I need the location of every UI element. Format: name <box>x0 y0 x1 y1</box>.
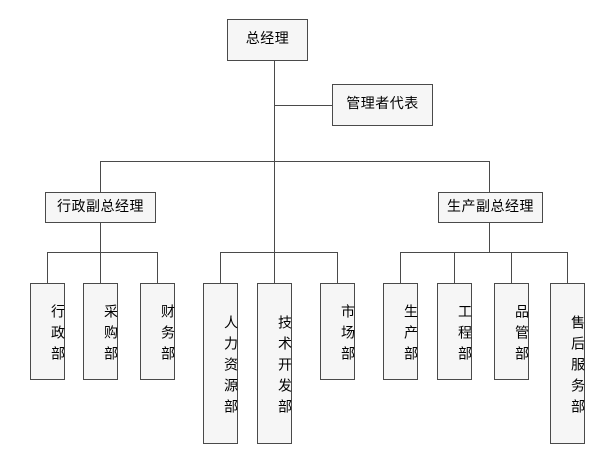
node-department-rd[interactable]: 技术开发部 <box>257 283 292 444</box>
node-administrative-vice-gm[interactable]: 行政副总经理 <box>45 192 156 223</box>
node-department-quality[interactable]: 品管部 <box>494 283 529 380</box>
connector-middle-drop-1 <box>220 252 221 283</box>
connector-gm-trunk <box>274 61 275 253</box>
node-general-manager[interactable]: 总经理 <box>227 19 308 61</box>
connector-admin-drop-1 <box>47 252 48 283</box>
connector-prod-drop-2 <box>454 252 455 283</box>
connector-admin-vgm-trunk <box>100 223 101 253</box>
connector-gm-to-mgmt-rep <box>274 105 332 106</box>
node-department-purchasing[interactable]: 采购部 <box>83 283 118 380</box>
connector-prod-drop-1 <box>400 252 401 283</box>
connector-bus-to-prod-vgm <box>489 161 490 192</box>
connector-middle-drop-3 <box>337 252 338 283</box>
connector-prod-vgm-trunk <box>489 223 490 253</box>
node-department-production[interactable]: 生产部 <box>383 283 418 380</box>
connector-prod-bus <box>400 252 568 253</box>
node-management-representative[interactable]: 管理者代表 <box>332 84 433 126</box>
connector-main-bus <box>100 161 490 162</box>
node-department-engineering[interactable]: 工程部 <box>437 283 472 380</box>
connector-admin-drop-3 <box>157 252 158 283</box>
connector-admin-bus <box>47 252 157 253</box>
connector-bus-to-admin-vgm <box>100 161 101 192</box>
node-department-finance[interactable]: 财务部 <box>140 283 175 380</box>
node-production-vice-gm[interactable]: 生产副总经理 <box>438 192 543 223</box>
connector-middle-bus <box>220 252 337 253</box>
node-department-admin[interactable]: 行政部 <box>30 283 65 380</box>
connector-middle-drop-2 <box>274 252 275 283</box>
connector-admin-drop-2 <box>100 252 101 283</box>
connector-prod-drop-3 <box>511 252 512 283</box>
node-department-marketing[interactable]: 市场部 <box>320 283 355 380</box>
node-department-human-resources[interactable]: 人力资源部 <box>203 283 238 444</box>
connector-prod-drop-4 <box>567 252 568 283</box>
node-department-after-sales[interactable]: 售后服务部 <box>550 283 585 444</box>
